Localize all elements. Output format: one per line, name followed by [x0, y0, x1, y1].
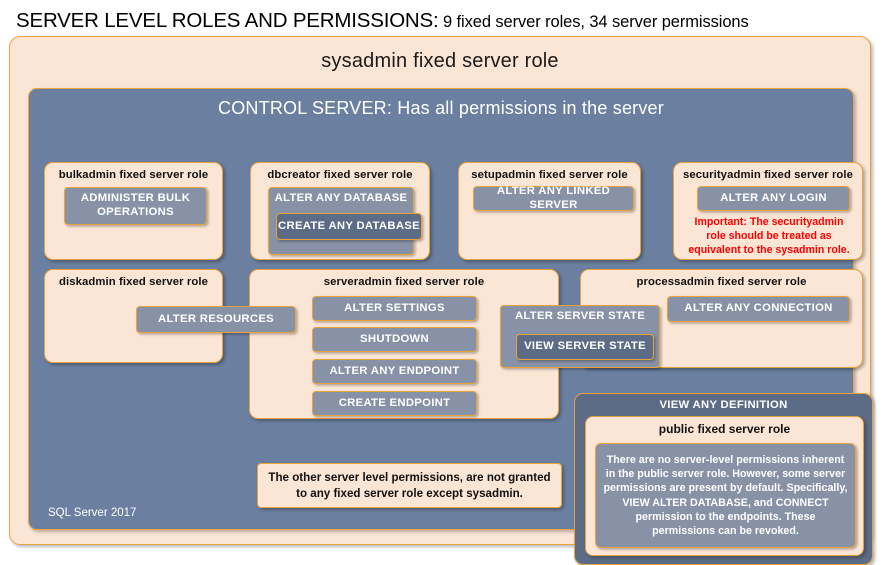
permission-shutdown: SHUTDOWN	[312, 327, 477, 352]
role-title-diskadmin: diskadmin fixed server role	[59, 276, 208, 288]
permission-alter-any-endpoint: ALTER ANY ENDPOINT	[312, 359, 477, 384]
page-title-subtitle: 9 fixed server roles, 34 server permissi…	[438, 13, 749, 31]
role-card-public: public fixed server role There are no se…	[585, 416, 864, 556]
role-title-processadmin: processadmin fixed server role	[636, 276, 807, 288]
permission-alter-any-login: ALTER ANY LOGIN	[697, 186, 850, 211]
role-card-bulkadmin: bulkadmin fixed server role ADMINISTER B…	[44, 162, 223, 260]
role-card-serveradmin: serveradmin fixed server role ALTER SETT…	[249, 269, 559, 419]
permission-create-endpoint: CREATE ENDPOINT	[312, 391, 477, 416]
sysadmin-role-label: sysadmin fixed server role	[321, 50, 559, 72]
page-title-main: SERVER LEVEL ROLES AND PERMISSIONS:	[16, 9, 439, 32]
role-title-setupadmin: setupadmin fixed server role	[471, 169, 628, 181]
role-title-public: public fixed server role	[658, 422, 791, 436]
page-title: SERVER LEVEL ROLES AND PERMISSIONS: 9 fi…	[16, 7, 876, 35]
sysadmin-role-panel: sysadmin fixed server role CONTROL SERVE…	[9, 36, 873, 565]
role-title-bulkadmin: bulkadmin fixed server role	[58, 169, 209, 181]
other-permissions-note: The other server level permissions, are …	[257, 463, 562, 508]
permission-alter-settings: ALTER SETTINGS	[312, 296, 477, 321]
securityadmin-warning-note: Important: The securityadmin role should…	[688, 216, 850, 256]
view-any-definition-box: VIEW ANY DEFINITION public fixed server …	[574, 393, 873, 565]
role-card-dbcreator: dbcreator fixed server role ALTER ANY DA…	[250, 162, 430, 260]
permission-administer-bulk-operations: ADMINISTER BULK OPERATIONS	[64, 187, 207, 225]
role-title-dbcreator: dbcreator fixed server role	[267, 169, 413, 181]
role-title-securityadmin: securityadmin fixed server role	[682, 169, 854, 181]
public-role-note: There are no server-level permissions in…	[595, 443, 856, 548]
view-any-definition-label: VIEW ANY DEFINITION	[659, 399, 788, 411]
permission-alter-resources: ALTER RESOURCES	[136, 306, 296, 333]
permission-alter-any-connection: ALTER ANY CONNECTION	[667, 296, 850, 322]
role-title-serveradmin: serveradmin fixed server role	[323, 276, 485, 288]
control-server-label: CONTROL SERVER: Has all permissions in t…	[218, 98, 664, 118]
permission-alter-any-linked-server: ALTER ANY LINKED SERVER	[473, 185, 634, 211]
role-card-securityadmin: securityadmin fixed server role ALTER AN…	[673, 162, 863, 260]
control-server-panel: CONTROL SERVER: Has all permissions in t…	[28, 88, 873, 565]
role-card-setupadmin: setupadmin fixed server role ALTER ANY L…	[458, 162, 641, 260]
sql-server-version-label: SQL Server 2017	[48, 507, 137, 519]
permission-view-server-state: VIEW SERVER STATE	[516, 334, 654, 360]
permission-create-any-database: CREATE ANY DATABASE	[276, 213, 422, 240]
